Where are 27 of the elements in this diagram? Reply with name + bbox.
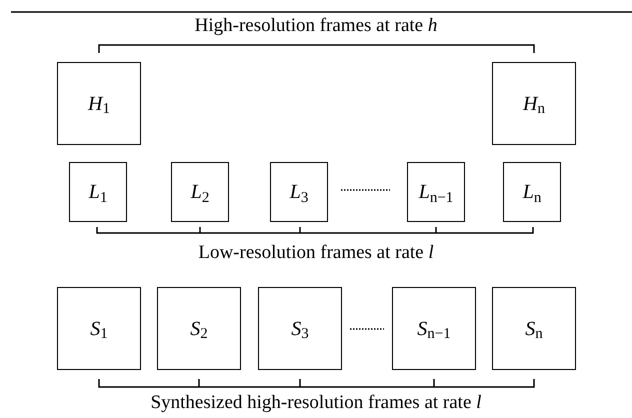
frame-box bbox=[492, 287, 576, 370]
frame-box bbox=[492, 62, 576, 145]
frame-label: H$_{1}$ bbox=[88, 92, 110, 118]
frame-box bbox=[503, 162, 561, 222]
frame-label: S$_{n−1}$ bbox=[417, 316, 451, 344]
frame-label: L$_{2}$ bbox=[190, 180, 210, 207]
frame-label: S$_{3}$ bbox=[291, 316, 309, 344]
frame-box bbox=[69, 162, 127, 222]
frame-box bbox=[258, 287, 342, 370]
frame-label: S$_{1}$ bbox=[90, 316, 108, 344]
caption-text: Low-resolution frames at rate l bbox=[198, 241, 434, 265]
frame-label: H$_{n}$ bbox=[523, 92, 545, 118]
frame-box bbox=[57, 287, 141, 370]
frame-box bbox=[157, 287, 241, 370]
frame-box bbox=[392, 287, 476, 370]
frame-box bbox=[407, 162, 465, 222]
caption-text: Synthesized high-resolution frames at rate l bbox=[150, 391, 482, 415]
frame-label: L$_{n−1}$ bbox=[418, 180, 454, 207]
frame-box bbox=[57, 62, 141, 145]
frame-label: S$_{n}$ bbox=[525, 316, 543, 344]
caption-text: High-resolution frames at rate h bbox=[194, 14, 438, 38]
frame-box bbox=[171, 162, 229, 222]
frame-label: S$_{2}$ bbox=[190, 316, 208, 344]
frame-label: L$_{3}$ bbox=[290, 180, 308, 207]
frame-label: L$_{1}$ bbox=[88, 180, 108, 207]
frame-label: L$_{n}$ bbox=[522, 180, 542, 207]
frame-box bbox=[270, 162, 328, 222]
